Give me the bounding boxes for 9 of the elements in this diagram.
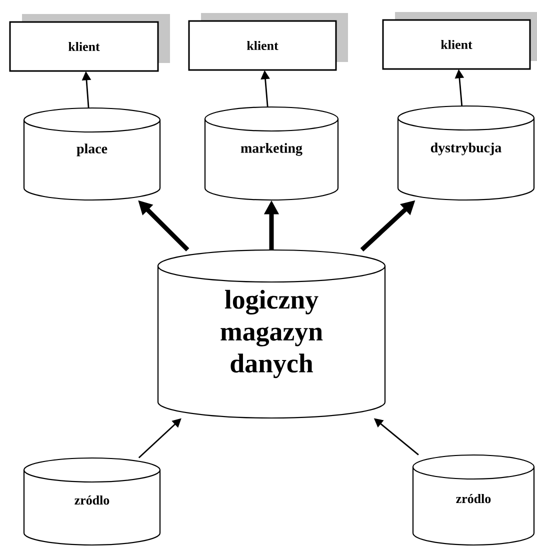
database-cylinder: marketing: [204, 106, 339, 201]
database-cylinder: zródlo: [23, 457, 161, 546]
database-cylinder: logiczny magazyn danych: [157, 249, 386, 419]
database-cylinder: zródlo: [412, 454, 535, 546]
client-box: klient: [382, 12, 537, 70]
client-box: klient: [188, 13, 348, 71]
database-cylinder: dystrybucja: [397, 105, 535, 201]
client-box: klient: [9, 14, 170, 72]
database-cylinder: place: [23, 107, 161, 201]
